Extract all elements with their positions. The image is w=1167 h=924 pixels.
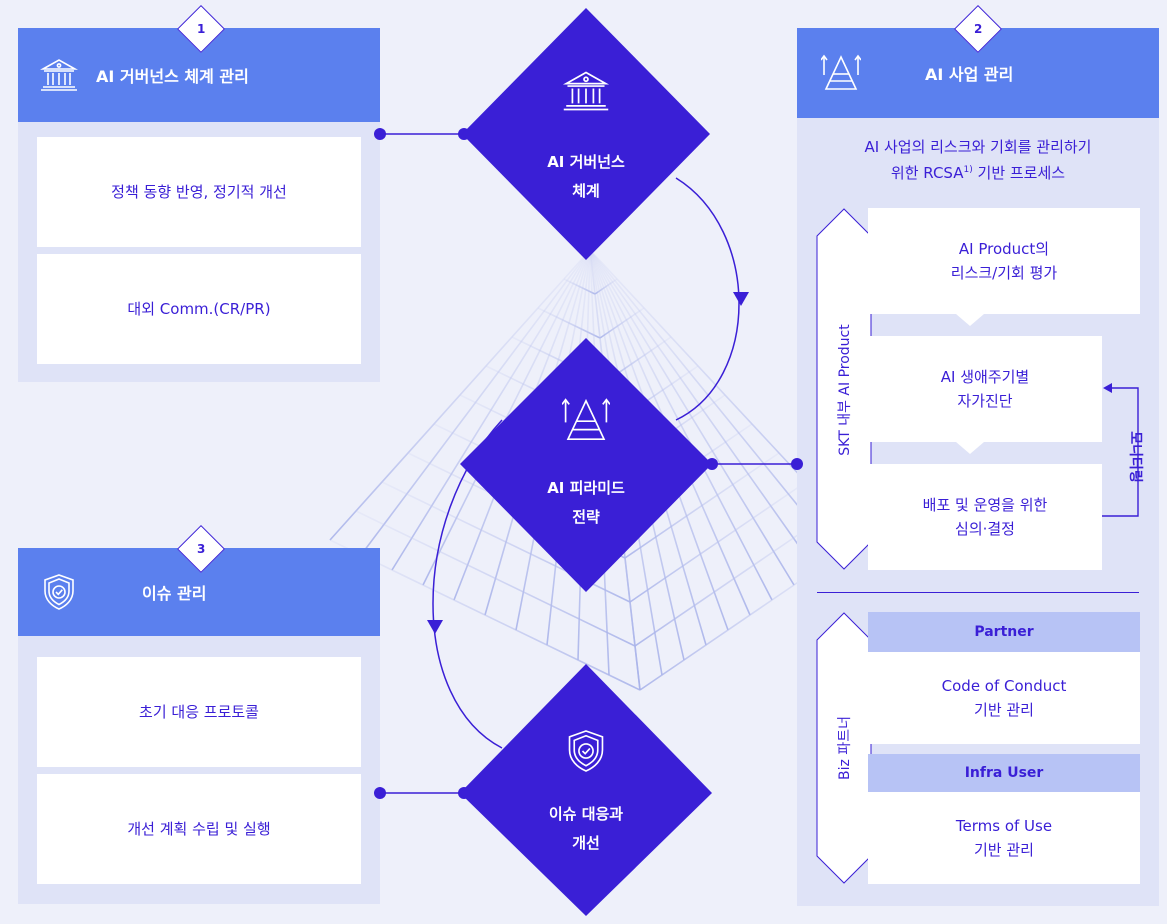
ai-business-subtitle: AI 사업의 리스크와 기회를 관리하기 위한 RCSA1) 기반 프로세스 [864,138,1092,183]
bank-icon [562,70,610,116]
panel-issue-title: 이슈 관리 [142,584,207,603]
shield-check-icon [566,728,606,778]
pyramid-arrows-icon [821,53,861,93]
issue-item-protocol: 초기 대응 프로토콜 [37,657,361,767]
monitoring-loop-arrow [1102,383,1139,517]
connector-dot [374,787,386,799]
bank-icon [40,58,78,92]
panel-governance-title: AI 거버넌스 체계 관리 [96,67,249,86]
issue-item-plan: 개선 계획 수립 및 실행 [37,774,361,884]
connector-dot [791,458,803,470]
governance-item-policy: 정책 동향 반영, 정기적 개선 [37,137,361,247]
partner-header: Partner [868,612,1140,652]
governance-item-comm: 대외 Comm.(CR/PR) [37,254,361,364]
infra-user-header: Infra User [868,754,1140,792]
panel-ai-business-title: AI 사업 관리 [925,65,1014,84]
pyramid-arrows-icon [561,396,611,448]
connector-dot [374,128,386,140]
shield-check-icon [42,573,76,611]
step-connector-notches [956,314,984,454]
section-divider [817,592,1139,593]
